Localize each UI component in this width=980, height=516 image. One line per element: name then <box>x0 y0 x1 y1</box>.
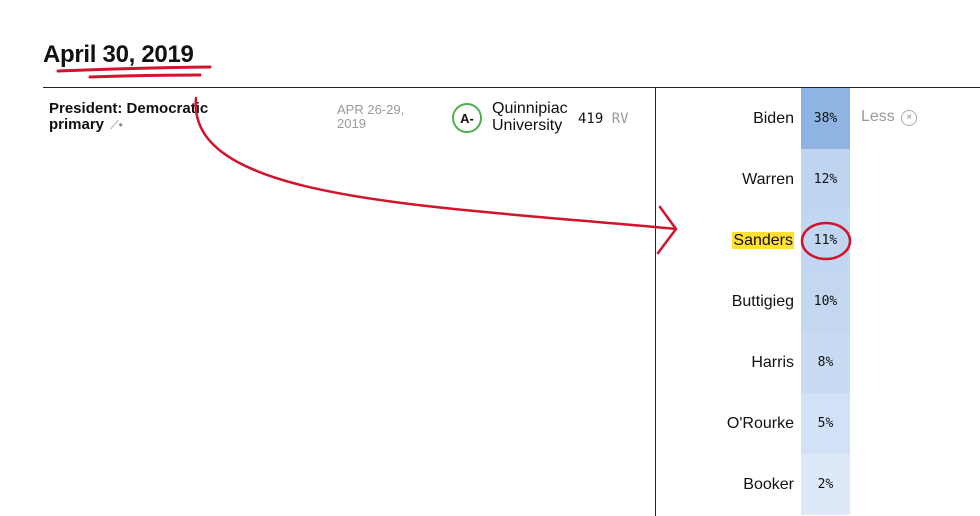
candidate-pct-cell: 11% <box>801 210 850 271</box>
pollster-name-line1: Quinnipiac <box>492 100 568 117</box>
candidate-pct-cell: 8% <box>801 332 850 393</box>
candidate-name-text: Harris <box>751 354 794 371</box>
poll-dates-line1: APR 26-29, <box>337 102 405 117</box>
results-divider <box>655 88 656 516</box>
pollster-name[interactable]: Quinnipiac University <box>492 100 568 134</box>
date-heading: April 30, 2019 <box>43 41 194 68</box>
candidate-name-text: Warren <box>742 171 794 188</box>
candidate-name: Harris <box>751 332 794 393</box>
candidate-pct-cell: 12% <box>801 149 850 210</box>
candidate-pct-cell: 5% <box>801 393 850 454</box>
candidate-pct-cell: 10% <box>801 271 850 332</box>
race-name-line1: President: Democratic <box>49 100 209 117</box>
candidate-name: Sanders <box>732 210 794 271</box>
result-row: Harris 8% <box>656 332 980 393</box>
race-name[interactable]: President: Democratic primary ⟋• <box>49 101 249 133</box>
result-row: O'Rourke 5% <box>656 393 980 454</box>
candidate-name: Biden <box>753 88 794 149</box>
poll-dates: APR 26-29, 2019 <box>337 103 427 131</box>
result-row: Warren 12% <box>656 149 980 210</box>
candidate-name: Booker <box>743 454 794 515</box>
less-button[interactable]: Less × <box>861 108 918 126</box>
candidate-name-text: Booker <box>743 476 794 493</box>
candidate-name-text: Biden <box>753 110 794 127</box>
candidate-name-text: O'Rourke <box>726 415 794 432</box>
candidate-name: Buttigieg <box>732 271 794 332</box>
poll-dates-line2: 2019 <box>337 116 366 131</box>
sample-size-value: 419 <box>578 111 604 127</box>
pollster-grade-badge: A- <box>452 103 482 133</box>
candidate-name-text: Buttigieg <box>731 293 794 310</box>
candidate-pct-cell: 38% <box>801 88 850 149</box>
trend-icon[interactable]: ⟋• <box>110 118 123 132</box>
less-label: Less <box>861 108 895 125</box>
candidate-pct-cell: 2% <box>801 454 850 515</box>
sample-population: RV <box>611 111 629 127</box>
race-name-line2: primary <box>49 116 105 133</box>
candidate-name: O'Rourke <box>727 393 794 454</box>
top-divider <box>43 87 980 88</box>
result-row: Sanders 11% <box>656 210 980 271</box>
candidate-name-text: Sanders <box>732 232 794 249</box>
result-row: Biden 38% <box>656 88 980 149</box>
date-underline-2 <box>88 73 202 79</box>
pollster-name-line2: University <box>492 117 563 134</box>
sample-size: 419 RV <box>578 111 629 127</box>
result-row: Booker 2% <box>656 454 980 515</box>
result-row: Buttigieg 10% <box>656 271 980 332</box>
close-circle-icon: × <box>901 110 918 126</box>
candidate-name: Warren <box>742 149 794 210</box>
